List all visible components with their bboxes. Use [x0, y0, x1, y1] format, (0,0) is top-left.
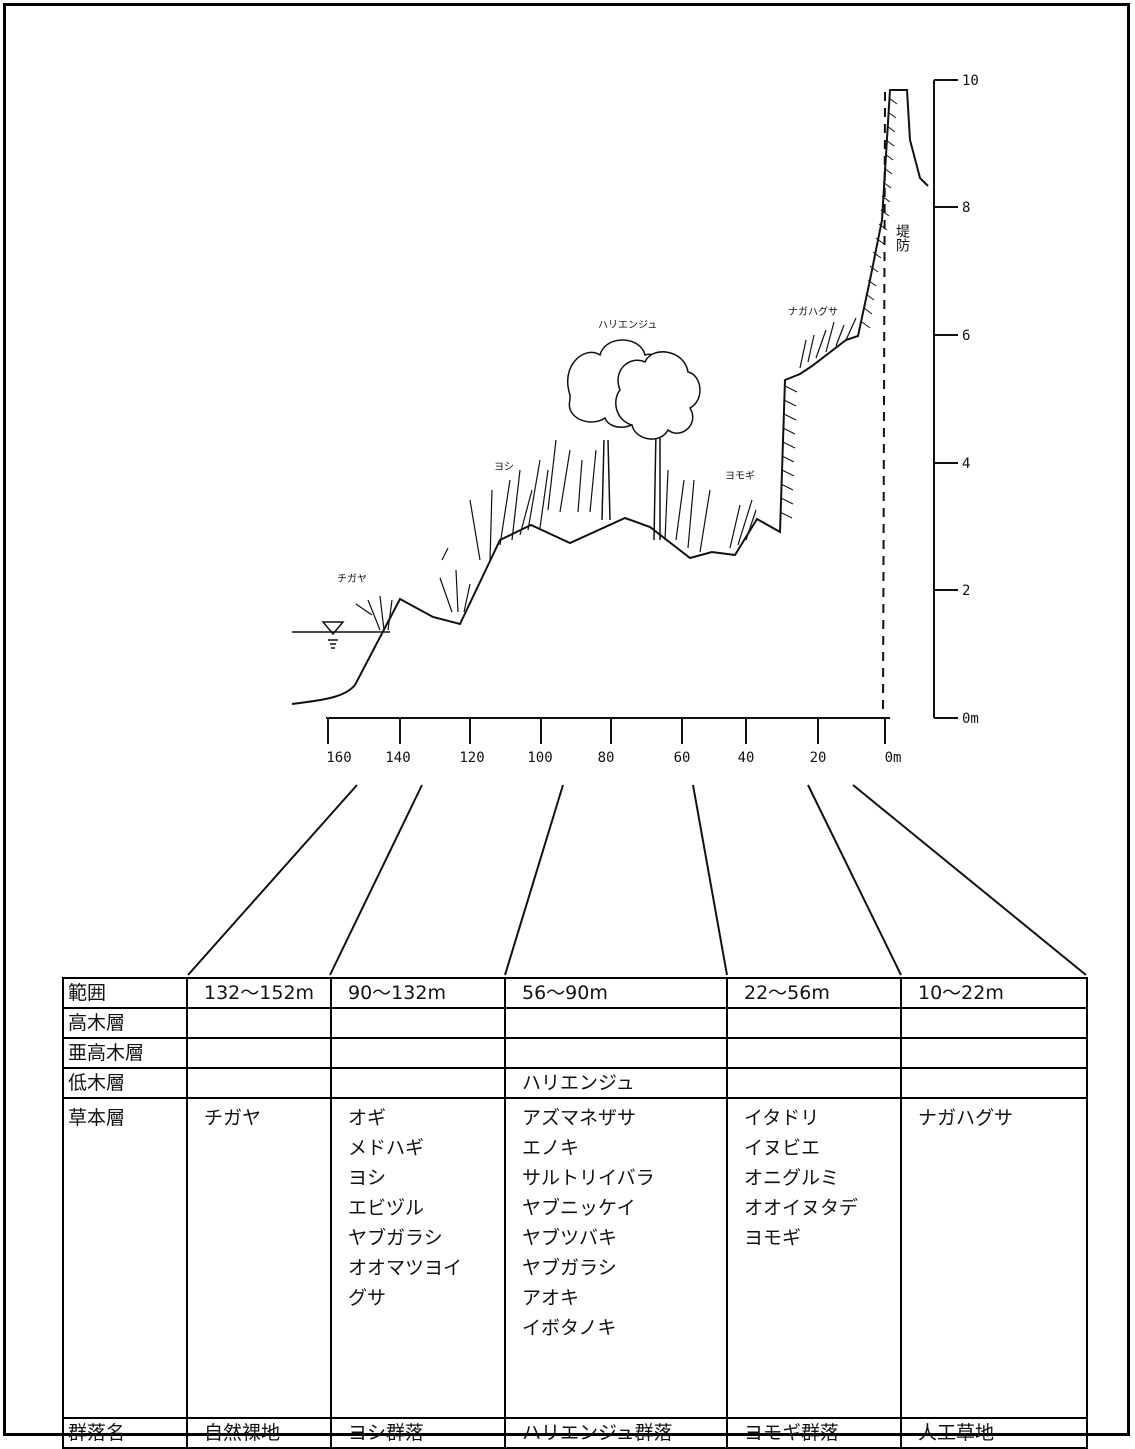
water-level-icon	[292, 621, 390, 649]
species-name: オニグルミ	[744, 1167, 840, 1189]
elevation-tick-label: 4	[962, 456, 970, 472]
community-row: 群落名 自然裸地 ヨシ群落 ハリエンジュ群落 ヨモギ群落 人工草地	[62, 1417, 1088, 1449]
row-label: 高木層	[62, 1007, 188, 1039]
species-name: オオマツヨイ	[348, 1257, 463, 1279]
distance-tick-label: 160	[326, 750, 351, 766]
levee-dashed-line	[882, 91, 886, 717]
table-cell	[186, 1007, 332, 1039]
elevation-tick-label: 2	[962, 583, 970, 599]
distance-tick-label: 20	[810, 750, 827, 766]
distance-tick-label: 100	[527, 750, 552, 766]
table-cell	[186, 1037, 332, 1069]
herb-cell: オギ メドハギ ヨシ エビヅル ヤブガラシ オオマツヨイ グサ	[330, 1097, 506, 1419]
levee-label: 堤防	[894, 224, 910, 253]
revetment-hatching	[779, 97, 898, 519]
nagahagusa-label: ナガハグサ	[788, 305, 838, 318]
elevation-tick-label: 10	[962, 73, 979, 89]
row-label: 範囲	[62, 977, 188, 1009]
table-cell	[900, 1067, 1088, 1099]
row-label: 亜高木層	[62, 1037, 188, 1069]
species-name: ヤブニッケイ	[522, 1197, 636, 1219]
range-cell: 132〜152m	[186, 977, 332, 1009]
distance-tick-label: 140	[385, 750, 410, 766]
species-name: グサ	[348, 1287, 387, 1309]
species-name: エビヅル	[348, 1197, 425, 1219]
tall-tree-row: 高木層	[62, 1007, 1088, 1039]
ground-profile	[291, 89, 929, 705]
table-cell	[726, 1037, 902, 1069]
range-cell: 90〜132m	[330, 977, 506, 1009]
species-name: イボタノキ	[522, 1317, 617, 1339]
species-name: ナガハグサ	[918, 1107, 1014, 1129]
range-cell: 56〜90m	[504, 977, 728, 1009]
elevation-tick-label: 8	[962, 200, 970, 216]
elevation-tick-label: 0m	[962, 711, 979, 727]
community-cell: ヨシ群落	[330, 1417, 506, 1449]
yomogi-label: ヨモギ	[725, 470, 755, 482]
community-cell: ハリエンジュ群落	[504, 1417, 728, 1449]
table-cell	[330, 1007, 506, 1039]
row-label: 低木層	[62, 1067, 188, 1099]
community-cell: ヨモギ群落	[726, 1417, 902, 1449]
elevation-axis	[933, 79, 958, 719]
community-cell: 自然裸地	[186, 1417, 332, 1449]
species-name: ヤブツバキ	[522, 1227, 618, 1249]
low-tree-row: 低木層 ハリエンジュ	[62, 1067, 1088, 1099]
species-name: ヨシ	[348, 1167, 387, 1189]
vegetation-table: 範囲 132〜152m 90〜132m 56〜90m 22〜56m 10〜22m…	[62, 977, 1088, 1449]
table-cell	[330, 1037, 506, 1069]
species-name: アズマネザサ	[522, 1107, 637, 1129]
species-name: イタドリ	[744, 1107, 820, 1129]
distance-tick-label: 80	[598, 750, 615, 766]
row-label: 群落名	[62, 1417, 188, 1449]
row-label: 草本層	[62, 1097, 188, 1419]
table-cell	[330, 1067, 506, 1099]
table-cell	[504, 1037, 728, 1069]
herb-cell: チガヤ	[186, 1097, 332, 1419]
herb-cell: ナガハグサ	[900, 1097, 1088, 1419]
herb-cell: イタドリ イヌビエ オニグルミ オオイヌタデ ヨモギ	[726, 1097, 902, 1419]
distance-tick-label: 120	[459, 750, 484, 766]
distance-axis	[326, 717, 890, 744]
herb-cell: アズマネザサ エノキ サルトリイバラ ヤブニッケイ ヤブツバキ ヤブガラシ アオ…	[504, 1097, 728, 1419]
elevation-tick-label: 6	[962, 328, 970, 344]
species-name: アオキ	[522, 1287, 580, 1309]
distance-tick-label: 40	[738, 750, 755, 766]
species-name: チガヤ	[204, 1107, 262, 1129]
community-cell: 人工草地	[900, 1417, 1088, 1449]
species-name: イヌビエ	[744, 1137, 821, 1159]
zone-leader-lines	[187, 784, 1087, 976]
species-name: オギ	[348, 1107, 387, 1129]
hariengu-label: ハリエンジュ	[598, 320, 657, 331]
yoshi-label: ヨシ	[494, 462, 514, 473]
species-name: サルトリイバラ	[522, 1167, 655, 1189]
table-cell	[726, 1007, 902, 1039]
distance-tick-label: 60	[674, 750, 691, 766]
table-cell	[186, 1067, 332, 1099]
species-name: ヨモギ	[744, 1227, 802, 1249]
table-cell	[900, 1037, 1088, 1069]
species-name: エノキ	[522, 1137, 580, 1159]
species-name: オオイヌタデ	[744, 1197, 859, 1219]
range-cell: 22〜56m	[726, 977, 902, 1009]
species-name: ヤブガラシ	[348, 1227, 443, 1249]
table-cell	[504, 1007, 728, 1039]
chigaya-label: チガヤ	[337, 573, 367, 585]
sub-tall-tree-row: 亜高木層	[62, 1037, 1088, 1069]
species-name: メドハギ	[348, 1137, 425, 1159]
table-cell	[900, 1007, 1088, 1039]
range-row: 範囲 132〜152m 90〜132m 56〜90m 22〜56m 10〜22m	[62, 977, 1088, 1009]
herb-row: 草本層 チガヤ オギ メドハギ ヨシ エビヅル ヤブガラシ オオマツヨイ グサ …	[62, 1097, 1088, 1419]
table-cell	[726, 1067, 902, 1099]
robinia-tree-icon	[567, 339, 701, 541]
species-name: ヤブガラシ	[522, 1257, 617, 1279]
range-cell: 10〜22m	[900, 977, 1088, 1009]
table-cell: ハリエンジュ	[504, 1067, 728, 1099]
grass-tufts-icon	[355, 317, 857, 631]
distance-tick-label: 0m	[885, 750, 902, 766]
